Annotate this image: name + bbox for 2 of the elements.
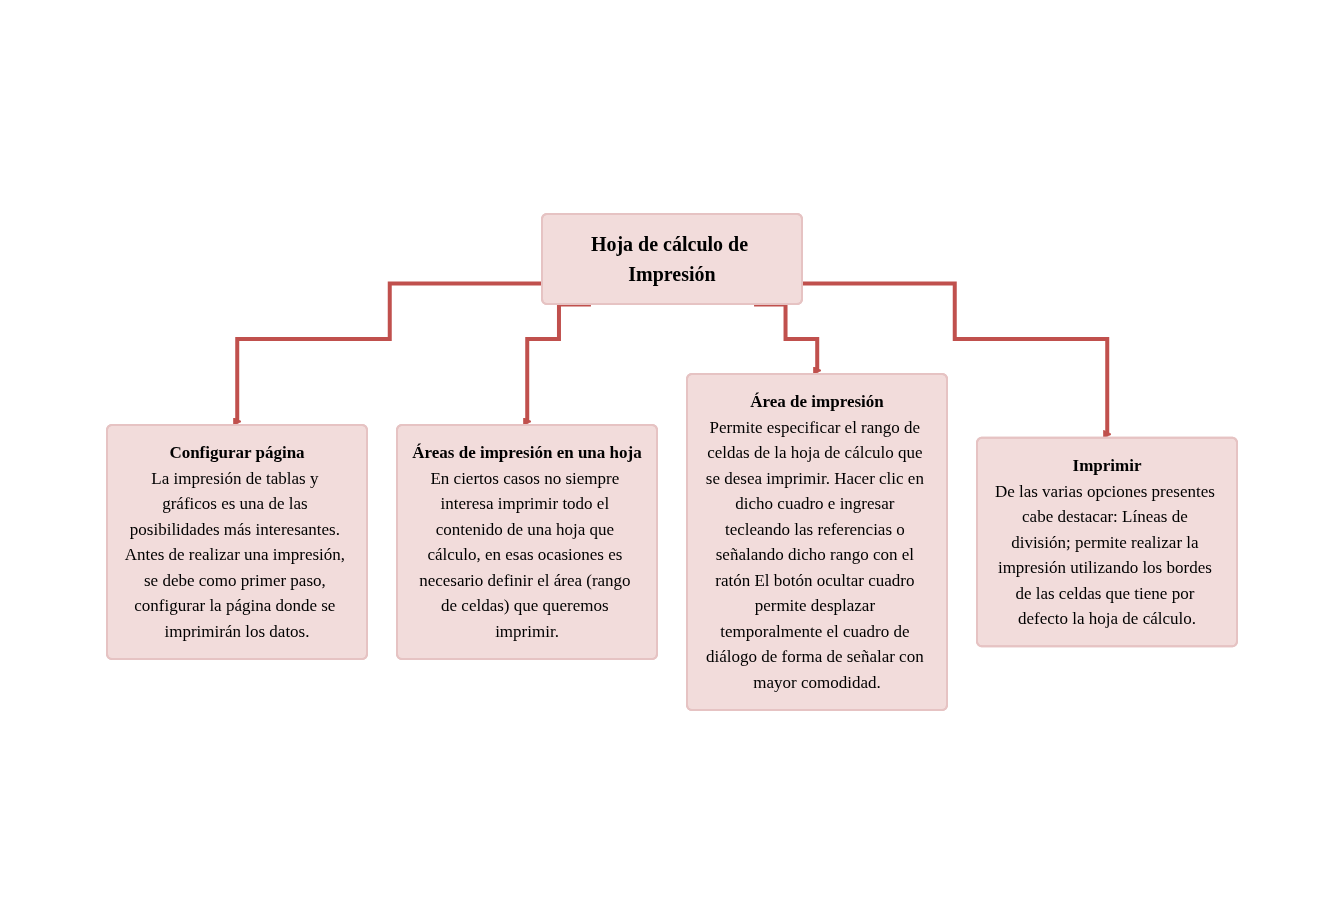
- arrow: [802, 281, 1112, 439]
- arrow: [233, 281, 543, 426]
